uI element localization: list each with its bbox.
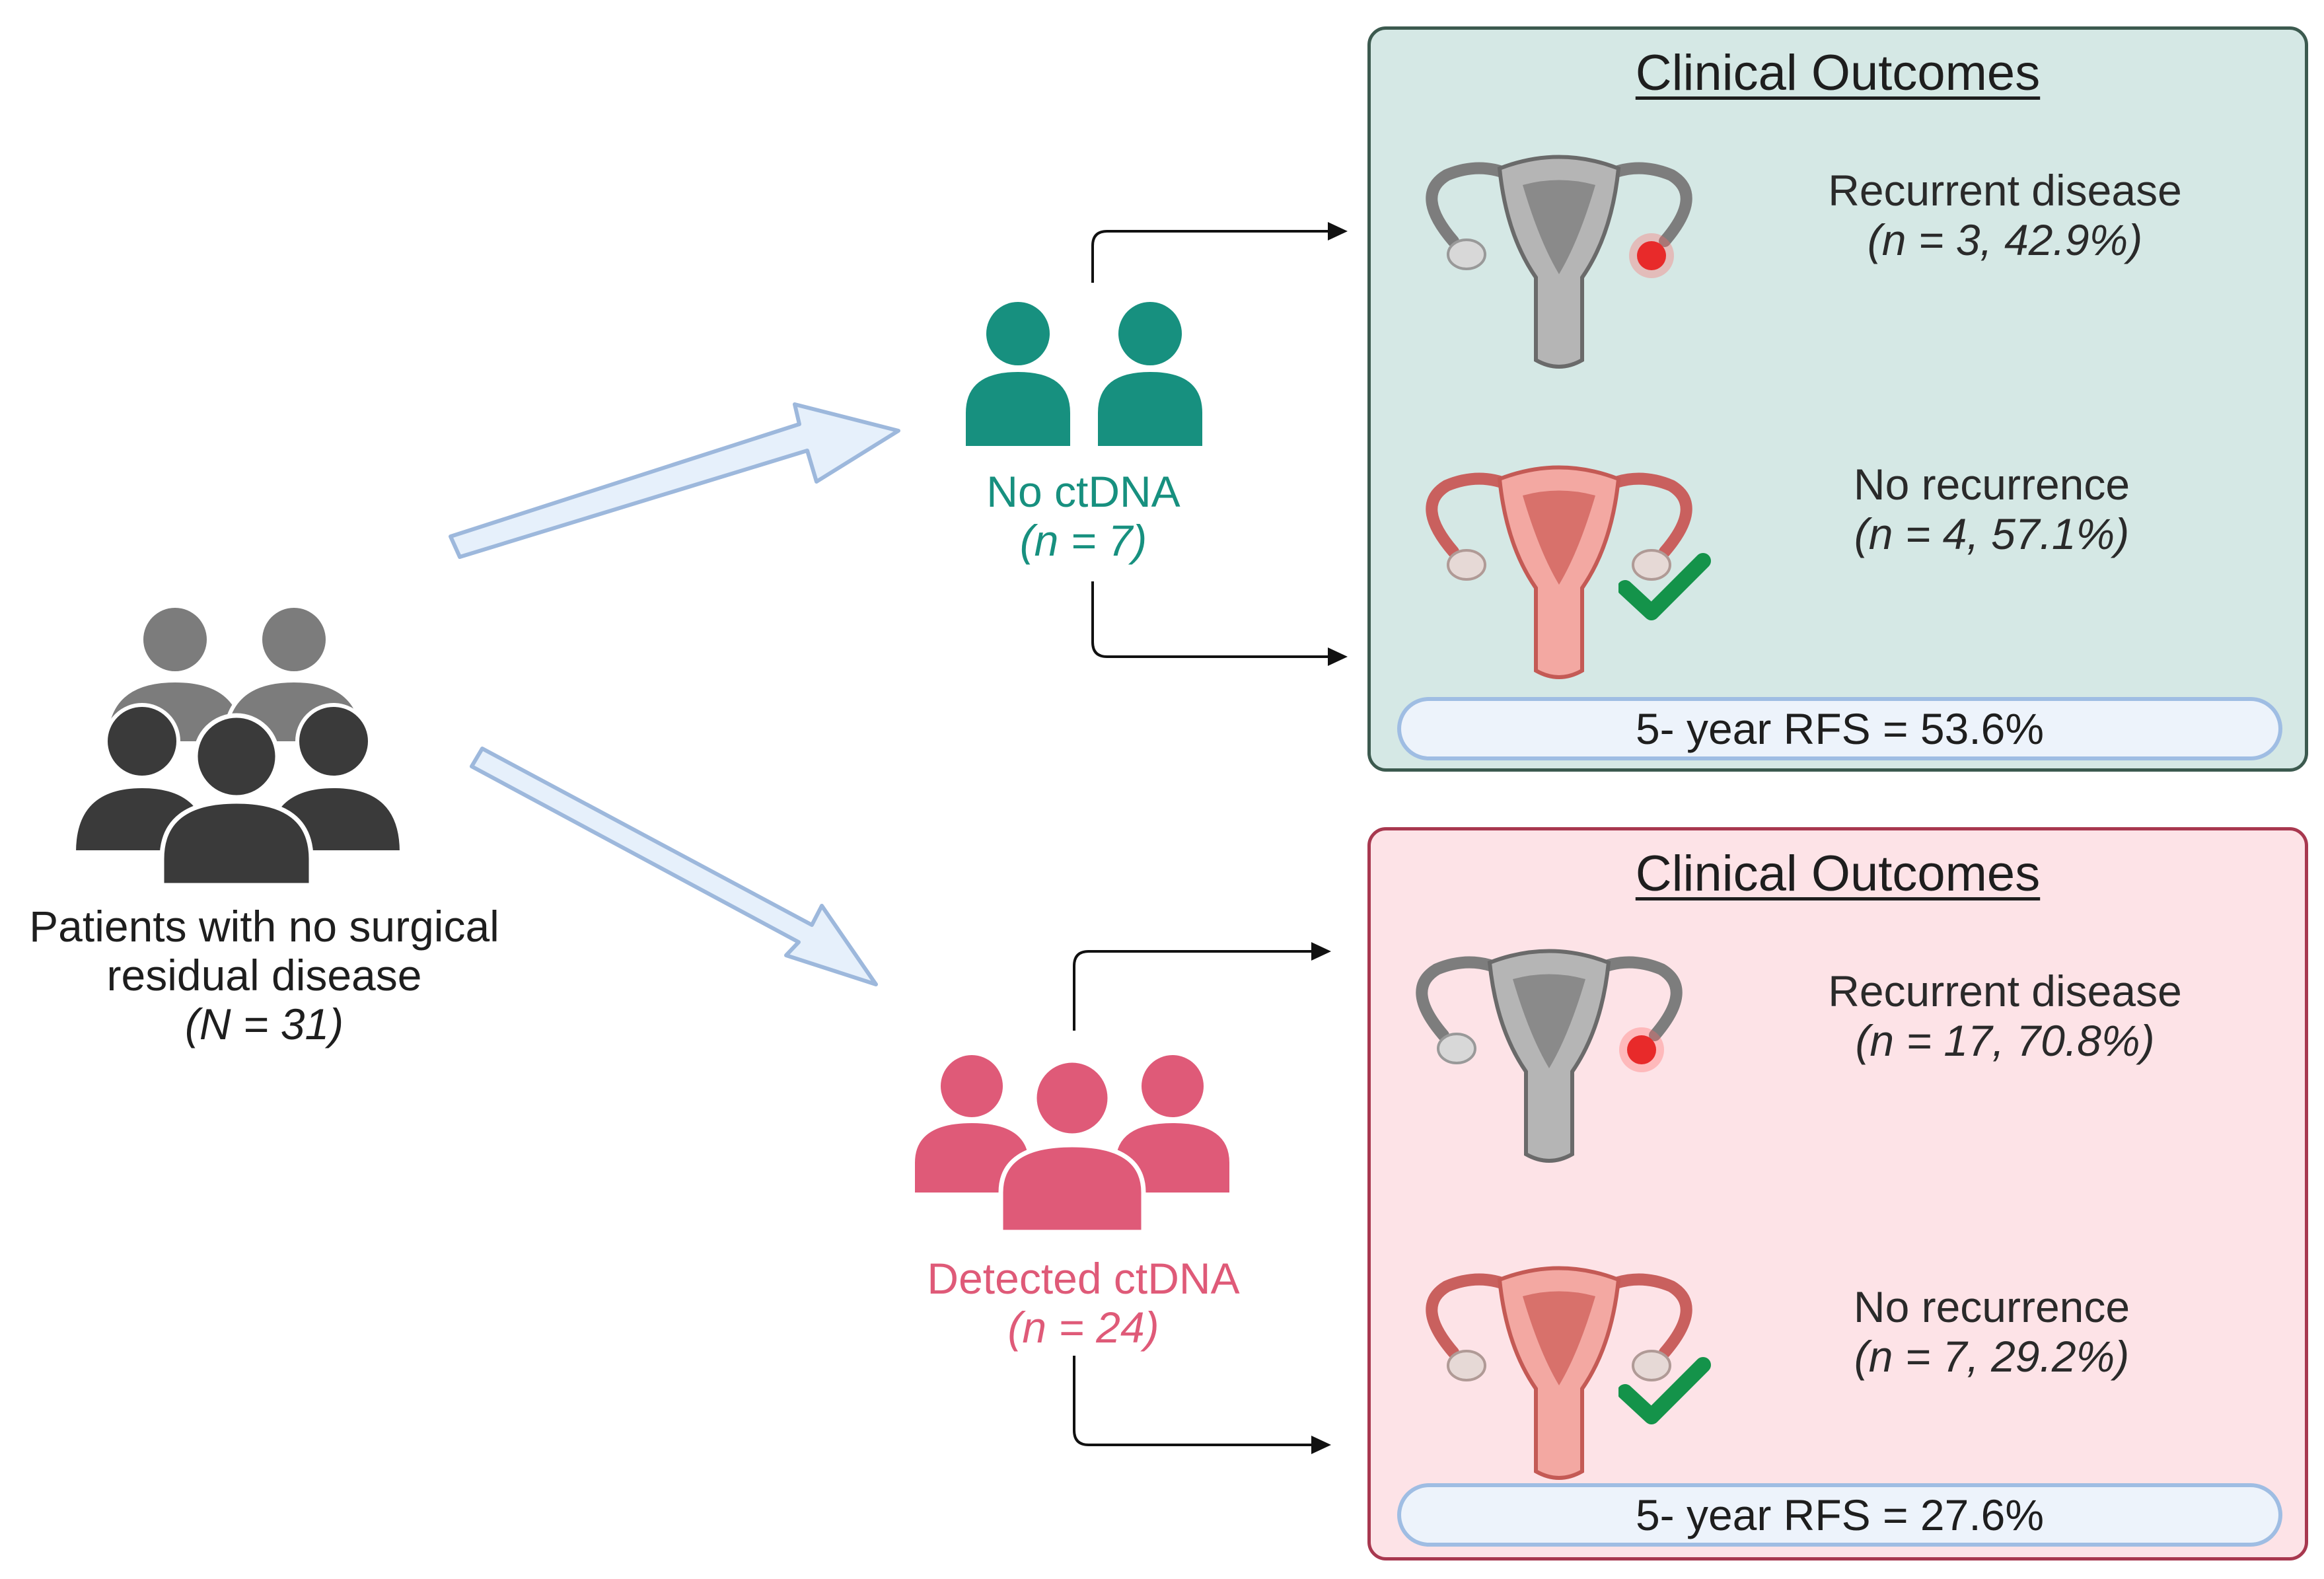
cohort-label: Patients with no surgical residual disea… [0, 902, 528, 1048]
cohort-count: (N = 31) [184, 1000, 344, 1048]
group-count: (n = 24) [1007, 1303, 1159, 1352]
rfs-box: 5- year RFS = 27.6% [1397, 1483, 2282, 1547]
rfs-box: 5- year RFS = 53.6% [1397, 697, 2282, 760]
outcomes-panel-no-ctdna: Clinical Outcomes Recurrent disease (n =… [1367, 26, 2308, 772]
connector-detected-ctdna [1073, 942, 1331, 1454]
cohort-label-line2: residual disease [106, 951, 422, 1000]
outcomes-panel-detected-ctdna: Clinical Outcomes Recurrent disease (n =… [1367, 827, 2308, 1561]
group-count: (n = 7) [1019, 516, 1147, 565]
checkmark-icon [1618, 553, 1711, 620]
outcome-label-recurrent: Recurrent disease [1828, 166, 2182, 215]
people-icon-detected-ctdna [915, 1055, 1229, 1235]
people-group-icon [71, 608, 404, 888]
group-name: Detected ctDNA [927, 1254, 1240, 1303]
checkmark-icon [1618, 1357, 1711, 1424]
group-name: No ctDNA [986, 467, 1180, 516]
connector-no-ctdna [1091, 222, 1348, 666]
uterus-icon-no-recurrence [1426, 465, 1692, 679]
block-arrow-to-no-ctdna [449, 402, 900, 559]
block-arrow-to-detected-ctdna [470, 747, 878, 986]
outcome-sub-no-recurrence: (n = 7, 29.2%) [1854, 1332, 2130, 1381]
outcome-sub-no-recurrence: (n = 4, 57.1%) [1854, 509, 2130, 558]
people-icon-no-ctdna [966, 302, 1202, 446]
panel-title: Clinical Outcomes [1635, 846, 2041, 902]
outcome-label-no-recurrence: No recurrence [1853, 460, 2130, 509]
group-label-no-ctdna: No ctDNA (n = 7) [951, 467, 1216, 565]
panel-title: Clinical Outcomes [1635, 45, 2041, 101]
cohort-label-line1: Patients with no surgical [29, 902, 499, 951]
outcome-label-recurrent: Recurrent disease [1828, 967, 2182, 1015]
group-label-detected-ctdna: Detected ctDNA (n = 24) [912, 1254, 1255, 1352]
uterus-icon-recurrent [1416, 949, 1683, 1163]
uterus-icon-no-recurrence [1426, 1266, 1692, 1480]
outcome-label-no-recurrence: No recurrence [1853, 1282, 2130, 1331]
outcome-sub-recurrent: (n = 17, 70.8%) [1855, 1016, 2155, 1065]
uterus-icon-recurrent [1426, 155, 1692, 369]
outcome-sub-recurrent: (n = 3, 42.9%) [1867, 215, 2143, 264]
